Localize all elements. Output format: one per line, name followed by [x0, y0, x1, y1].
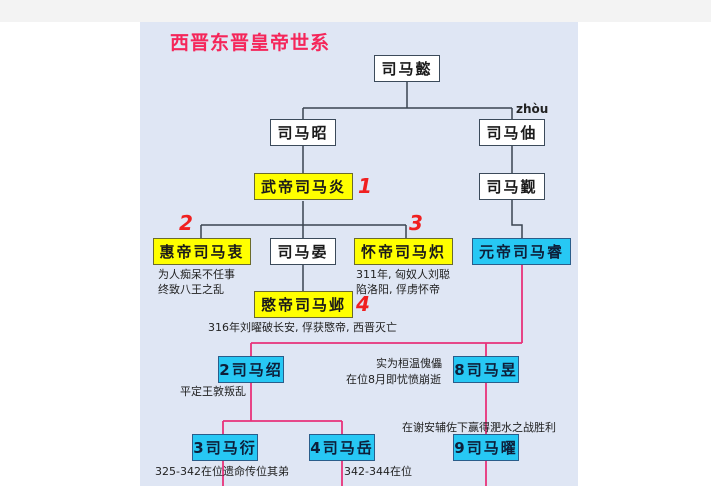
node-sima-yi: 司马懿: [374, 55, 440, 82]
node-sima-zhou: 司马伷: [479, 119, 545, 146]
order-number-2: 2: [179, 211, 193, 235]
node-emperor-yuan: 元帝司马睿: [472, 238, 571, 265]
note-huai-1: 311年, 匈奴人刘聪: [356, 268, 450, 281]
node-sima-zhao: 司马昭: [270, 119, 336, 146]
note-yu-2: 在位8月即忧愤崩逝: [346, 373, 441, 386]
order-number-4: 4: [356, 292, 370, 316]
node-sima-yan-3: 3司马衍: [192, 434, 258, 461]
pinyin-annotation: zhòu: [516, 102, 549, 116]
node-emperor-wu: 武帝司马炎: [254, 173, 353, 200]
note-shao: 平定王敦叛乱: [180, 385, 246, 398]
node-sima-yu: 8司马昱: [453, 356, 519, 383]
note-yu-1: 实为桓温傀儡: [376, 357, 442, 370]
diagram-title: 西晋东晋皇帝世系: [170, 32, 331, 54]
node-sima-shao: 2司马绍: [218, 356, 284, 383]
order-number-1: 1: [358, 174, 372, 198]
top-bar: [0, 0, 711, 22]
note-hui-2: 终致八王之乱: [158, 283, 224, 296]
note-min: 316年刘曜破长安, 俘获愍帝, 西晋灭亡: [208, 321, 397, 334]
node-sima-yan: 司马晏: [270, 238, 336, 265]
node-emperor-min: 愍帝司马邺: [254, 291, 353, 318]
order-number-3: 3: [409, 211, 423, 235]
node-sima-yao: 9司马曜: [453, 434, 519, 461]
node-emperor-hui: 惠帝司马衷: [153, 238, 251, 265]
note-huai-2: 陷洛阳, 俘虏怀帝: [356, 283, 440, 296]
node-emperor-huai: 怀帝司马炽: [354, 238, 453, 265]
note-yue: 342-344在位: [344, 465, 412, 478]
note-yan-3: 325-342在位遗命传位其弟: [155, 465, 289, 478]
note-yao: 在谢安辅佐下赢得淝水之战胜利: [402, 421, 556, 434]
node-sima-jin: 司马觐: [479, 173, 545, 200]
note-hui-1: 为人痴呆不任事: [158, 268, 235, 281]
node-sima-yue: 4司马岳: [309, 434, 375, 461]
